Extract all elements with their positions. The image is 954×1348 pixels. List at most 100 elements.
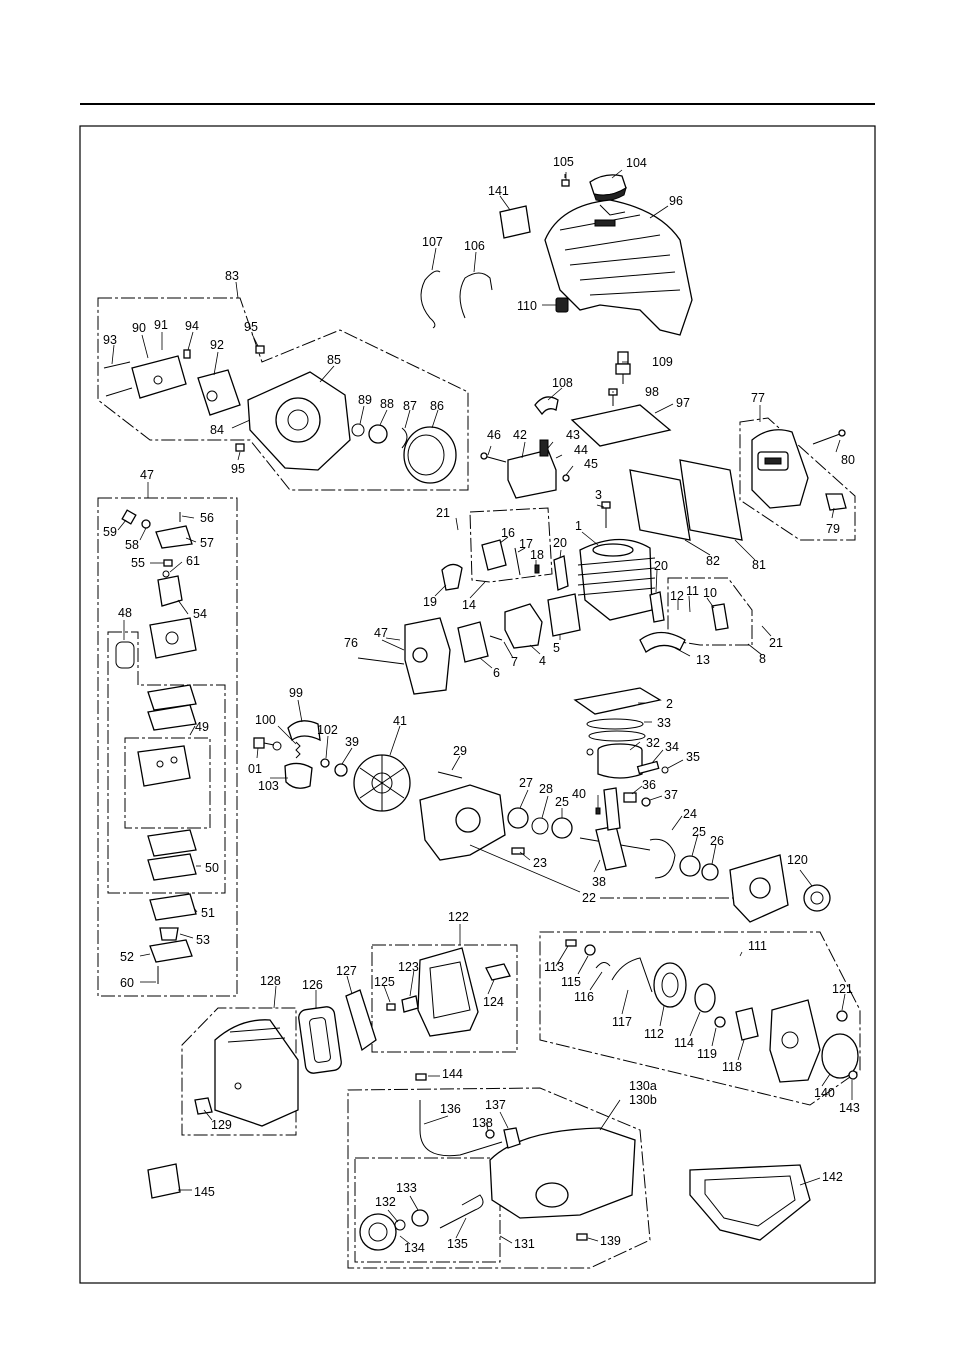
part-132-washer	[394, 1219, 406, 1231]
part-113-screw	[565, 939, 577, 947]
label-129: 129	[211, 1118, 232, 1132]
part-100-spring	[295, 741, 301, 759]
part-93-screw-2	[105, 387, 133, 397]
part-38-crankshaft	[579, 787, 651, 871]
part-103-shoe	[284, 762, 313, 789]
label-20a: 20	[553, 536, 567, 550]
label-102: 102	[317, 723, 338, 737]
label-140: 140	[814, 1086, 835, 1100]
part-143-screw	[848, 1070, 858, 1080]
part-34-pin	[636, 760, 660, 775]
label-33: 33	[657, 716, 671, 730]
label-107: 107	[422, 235, 443, 249]
group-14-outline	[469, 507, 553, 583]
part-126-filter	[298, 1006, 342, 1074]
label-97: 97	[676, 396, 690, 410]
part-39-nut	[334, 763, 348, 777]
label-101: 01	[248, 762, 262, 776]
part-40-key	[595, 807, 601, 815]
label-19: 19	[423, 595, 437, 609]
part-140-disc	[821, 1033, 859, 1079]
part-42-insulator	[507, 439, 570, 499]
part-13-hose	[639, 631, 686, 653]
part-122-cleaner-base	[417, 947, 479, 1037]
part-126-filter-inner	[309, 1017, 331, 1063]
label-117: 117	[612, 1015, 632, 1029]
label-44: 44	[574, 443, 588, 457]
label-14: 14	[462, 598, 476, 612]
part-134-fuel-cap	[359, 1213, 397, 1251]
label-85: 85	[327, 353, 341, 367]
label-84: 84	[210, 423, 224, 437]
part-27-seal	[507, 807, 529, 829]
part-118-handle	[735, 1007, 759, 1041]
label-110: 110	[517, 299, 537, 313]
label-1: 1	[575, 519, 582, 533]
label-7: 7	[511, 655, 518, 669]
part-101-bolt	[253, 737, 275, 749]
label-34: 34	[665, 740, 679, 754]
label-145: 145	[194, 1185, 215, 1199]
part-142-guard	[689, 1164, 811, 1241]
label-39: 39	[345, 735, 359, 749]
part-49-pump-cover	[137, 745, 191, 787]
part-115-washer	[584, 944, 596, 956]
part-94-screw	[183, 349, 191, 359]
label-24: 24	[683, 807, 697, 821]
label-37: 37	[664, 788, 678, 802]
label-43: 43	[566, 428, 580, 442]
label-132: 132	[375, 1195, 396, 1209]
label-4: 4	[539, 654, 546, 668]
part-110-clip	[555, 297, 569, 313]
label-133: 133	[396, 1181, 417, 1195]
part-105-screw	[561, 174, 570, 187]
label-94: 94	[185, 319, 199, 333]
label-109: 109	[652, 355, 673, 369]
part-32-clip	[586, 748, 594, 756]
part-55-spring	[163, 559, 173, 567]
label-8: 8	[759, 652, 766, 666]
label-108: 108	[552, 376, 573, 390]
part-54-carb-body	[149, 575, 197, 659]
part-2-gasket	[573, 687, 662, 715]
label-42: 42	[513, 428, 527, 442]
part-99-shoe	[287, 720, 321, 742]
label-77: 77	[751, 391, 765, 405]
label-137: 137	[485, 1098, 506, 1112]
part-80-bolt	[812, 429, 846, 445]
part-95b-screw	[235, 443, 245, 452]
part-117-rope	[611, 957, 653, 993]
part-111-starter-case	[769, 999, 821, 1083]
part-88-bearing	[368, 424, 388, 444]
label-116: 116	[574, 990, 594, 1004]
part-130-fuel-tank	[489, 1127, 636, 1219]
part-51-cover	[149, 893, 197, 921]
label-25a: 25	[555, 795, 569, 809]
part-28-ring	[531, 817, 549, 835]
diagram-frame	[79, 125, 876, 1284]
label-51: 51	[201, 906, 215, 920]
label-16: 16	[501, 526, 515, 540]
part-23-dowel	[511, 847, 525, 855]
label-83: 83	[225, 269, 239, 283]
part-87-ring	[401, 427, 408, 449]
part-35-clip	[661, 766, 669, 774]
part-6-gasket	[457, 621, 489, 663]
part-48-gasket	[115, 641, 135, 669]
part-85-housing	[247, 371, 351, 471]
label-6: 6	[493, 666, 500, 680]
label-17: 17	[519, 537, 533, 551]
group-83-outline	[97, 297, 469, 491]
label-99: 99	[289, 686, 303, 700]
part-133-gasket	[411, 1209, 429, 1227]
label-113: 113	[544, 960, 564, 974]
label-136: 136	[440, 1102, 461, 1116]
part-20b-fitting	[649, 591, 665, 623]
label-80: 80	[841, 453, 855, 467]
part-4-intake	[504, 603, 543, 649]
part-136-fuel-line	[419, 1100, 503, 1157]
label-123: 123	[398, 960, 419, 974]
part-114-reel	[694, 983, 716, 1013]
label-89: 89	[358, 393, 372, 407]
label-103: 103	[258, 779, 279, 793]
